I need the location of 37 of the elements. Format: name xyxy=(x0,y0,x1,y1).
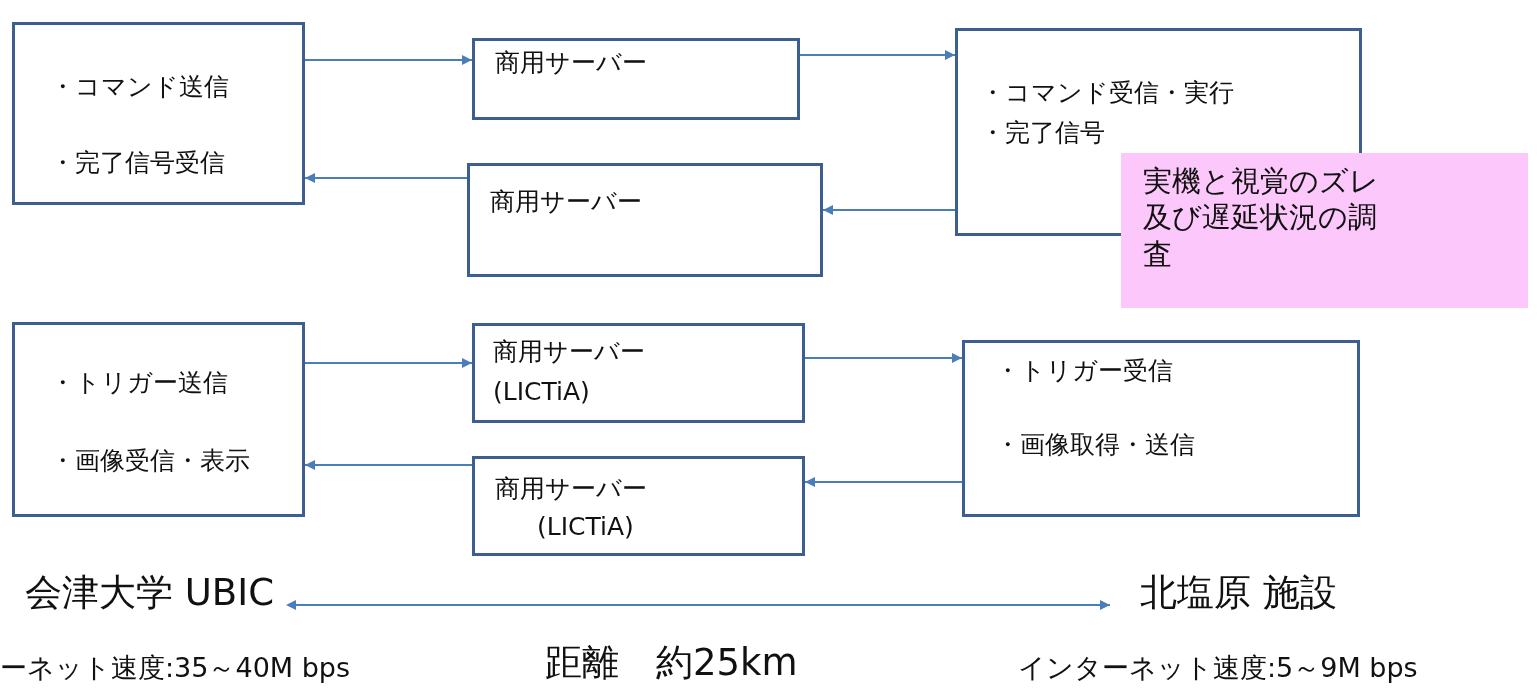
arrow xyxy=(304,460,473,470)
node-text: ・トリガー受信 xyxy=(995,357,1173,386)
arrow xyxy=(304,358,473,368)
node-text: (LICTiA) xyxy=(493,378,590,407)
arrow xyxy=(304,55,473,65)
node-text: 商用サーバー xyxy=(493,338,645,367)
note-tooltip xyxy=(1121,153,1528,308)
node-text: 商用サーバー xyxy=(495,49,647,78)
place-name: 北塩原 施設 xyxy=(1140,570,1337,616)
arrow xyxy=(304,173,468,183)
node-text: ・画像取得・送信 xyxy=(995,431,1195,460)
process-box xyxy=(472,323,805,423)
node-text: ・コマンド受信・実行 xyxy=(980,79,1234,108)
process-box xyxy=(472,456,805,556)
process-box xyxy=(472,38,800,120)
node-text: 実機と視覚のズレ及び遅延状況の調査 xyxy=(1143,163,1380,272)
caption-text: 距離 約25km xyxy=(545,640,798,686)
node-text: 商用サーバー xyxy=(490,188,642,217)
process-box xyxy=(962,340,1360,517)
node-text: 商用サーバー xyxy=(495,475,647,504)
arrow xyxy=(804,353,963,363)
arrow xyxy=(286,600,1111,610)
process-box xyxy=(467,163,823,277)
place-name: 会津大学 UBIC xyxy=(25,570,274,616)
process-box xyxy=(12,322,305,517)
caption-text: インターネット速度:5～9M bps xyxy=(1018,651,1418,685)
node-text: ・トリガー送信 xyxy=(50,369,228,398)
node-text: (LICTiA) xyxy=(537,513,634,542)
node-text: ・完了信号 xyxy=(980,119,1105,148)
arrow xyxy=(822,205,956,215)
arrow xyxy=(804,477,963,487)
process-box xyxy=(12,22,305,205)
node-text: ・コマンド送信 xyxy=(50,73,229,102)
arrow xyxy=(799,50,956,60)
caption-text: ーネット速度:35～40M bps xyxy=(0,651,351,685)
node-text: ・完了信号受信 xyxy=(50,149,225,178)
node-text: ・画像受信・表示 xyxy=(50,447,250,476)
